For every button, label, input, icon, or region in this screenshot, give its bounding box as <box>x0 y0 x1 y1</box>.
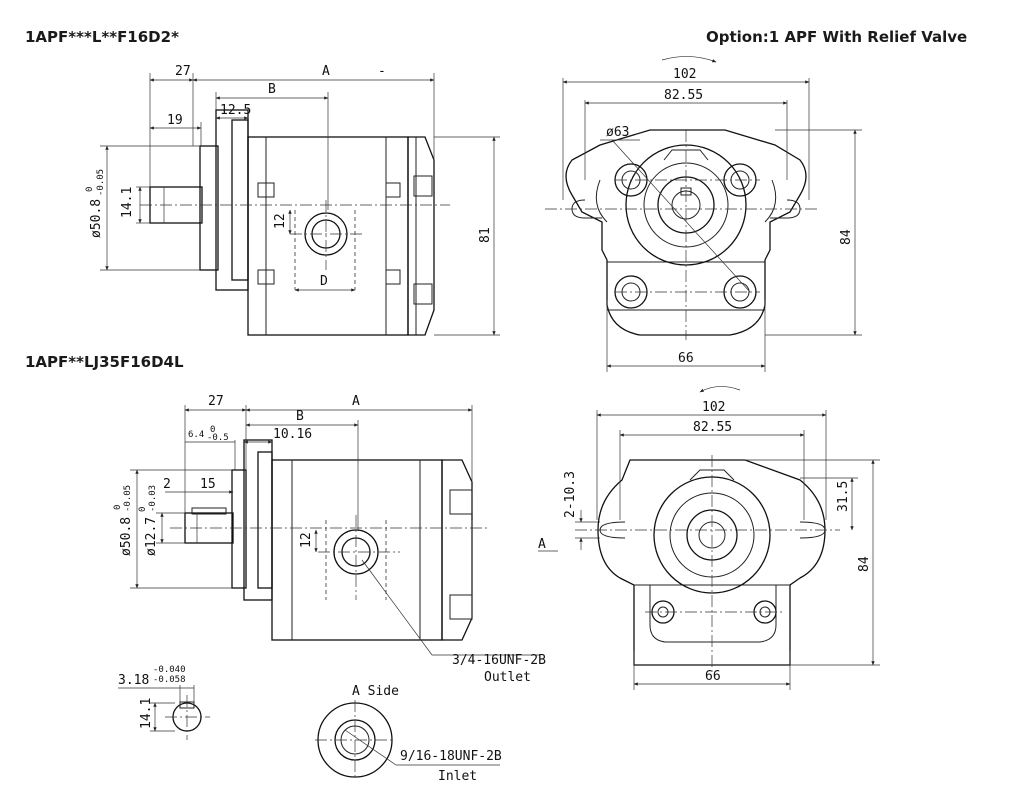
v1-dim-27: 27 <box>175 64 191 79</box>
v2-dim-102: 102 <box>673 67 696 82</box>
view-side-2: 27 A B 6.4 0 -0.5 10.16 2 15 ø50.8 0 -0.… <box>113 394 546 685</box>
v2-dim-66: 66 <box>678 351 694 366</box>
view-front-2: 102 82.55 2-10.3 31.5 84 66 A <box>538 386 880 690</box>
view-side-1: 27 A - B 12.5 19 14.1 ø50.8 0 -0.05 12 D… <box>85 64 500 336</box>
header-option: Option:1 APF With Relief Valve <box>706 28 968 46</box>
v3-dim-B: B <box>296 409 304 424</box>
v3-dim-2: 2 <box>163 477 171 492</box>
v3-dim-27: 27 <box>208 394 224 409</box>
v3-dim-6-4-tol1: 0 <box>210 425 215 435</box>
v3-dim-dia12-tol2: -0.03 <box>148 485 158 512</box>
v4-dim-31-5: 31.5 <box>836 481 851 512</box>
key-detail: 3.18 -0.040 -0.058 14.1 <box>118 665 210 740</box>
v2-dim-dia63: ø63 <box>606 125 629 140</box>
v3-dim-A: A <box>352 394 360 409</box>
v1-dim-dia-tol: 0 <box>85 187 95 192</box>
v1-dim-12-5: 12.5 <box>220 103 251 118</box>
a-side-detail: A Side 9/16-18UNF-2B Inlet <box>315 684 502 784</box>
v3-dim-dia50: ø50.8 <box>119 517 134 556</box>
a-side-inlet-label: Inlet <box>438 769 477 784</box>
v3-dim-dia12: ø12.7 <box>144 517 159 556</box>
v1-dim-dia-tol2: -0.05 <box>96 169 106 196</box>
v1-dim-B: B <box>268 82 276 97</box>
v3-dim-12: 12 <box>299 532 314 548</box>
v1-dim-A: A <box>322 64 330 79</box>
v1-dim-dash: - <box>378 64 386 79</box>
v2-dim-84: 84 <box>839 229 854 245</box>
v3-outlet-thread: 3/4-16UNF-2B <box>452 653 546 668</box>
v4-dim-A-arrow: A <box>538 537 546 552</box>
v4-dim-66: 66 <box>705 669 721 684</box>
v1-dim-81: 81 <box>478 227 493 243</box>
v3-dim-6-4: 6.4 <box>188 430 204 440</box>
a-side-inlet-thread: 9/16-18UNF-2B <box>400 749 502 764</box>
v3-dim-15: 15 <box>200 477 216 492</box>
kd-dim-14-1: 14.1 <box>139 698 154 729</box>
v1-dim-12: 12 <box>273 213 288 229</box>
header-model-1: 1APF***L**F16D2* <box>25 28 179 46</box>
kd-dim-3-18: 3.18 <box>118 673 149 688</box>
v4-dim-84: 84 <box>857 556 872 572</box>
kd-dim-3-18-tol2: -0.058 <box>153 675 186 685</box>
view-front-1: 102 82.55 ø63 84 66 <box>545 56 862 372</box>
v4-dim-102: 102 <box>702 400 725 415</box>
a-side-title: A Side <box>352 684 399 699</box>
v1-dim-D: D <box>320 274 328 289</box>
v1-dim-19: 19 <box>167 113 183 128</box>
v3-dim-dia12-tol1: 0 <box>138 507 148 512</box>
v3-outlet-label: Outlet <box>484 670 531 685</box>
v2-dim-82-55: 82.55 <box>664 88 703 103</box>
kd-dim-3-18-tol1: -0.040 <box>153 665 186 675</box>
v3-dim-10-16: 10.16 <box>273 427 312 442</box>
v4-dim-82-55: 82.55 <box>693 420 732 435</box>
v3-dim-dia50-tol2: -0.05 <box>123 485 133 512</box>
v4-dim-2-10-3: 2-10.3 <box>563 471 578 518</box>
v3-dim-6-4-tol2: -0.5 <box>207 433 229 443</box>
v1-dim-14-1: 14.1 <box>120 187 135 218</box>
v3-dim-dia50-tol1: 0 <box>113 505 123 510</box>
header-model-2: 1APF**LJ35F16D4L <box>25 353 184 371</box>
v1-dim-dia: ø50.8 <box>89 199 104 238</box>
